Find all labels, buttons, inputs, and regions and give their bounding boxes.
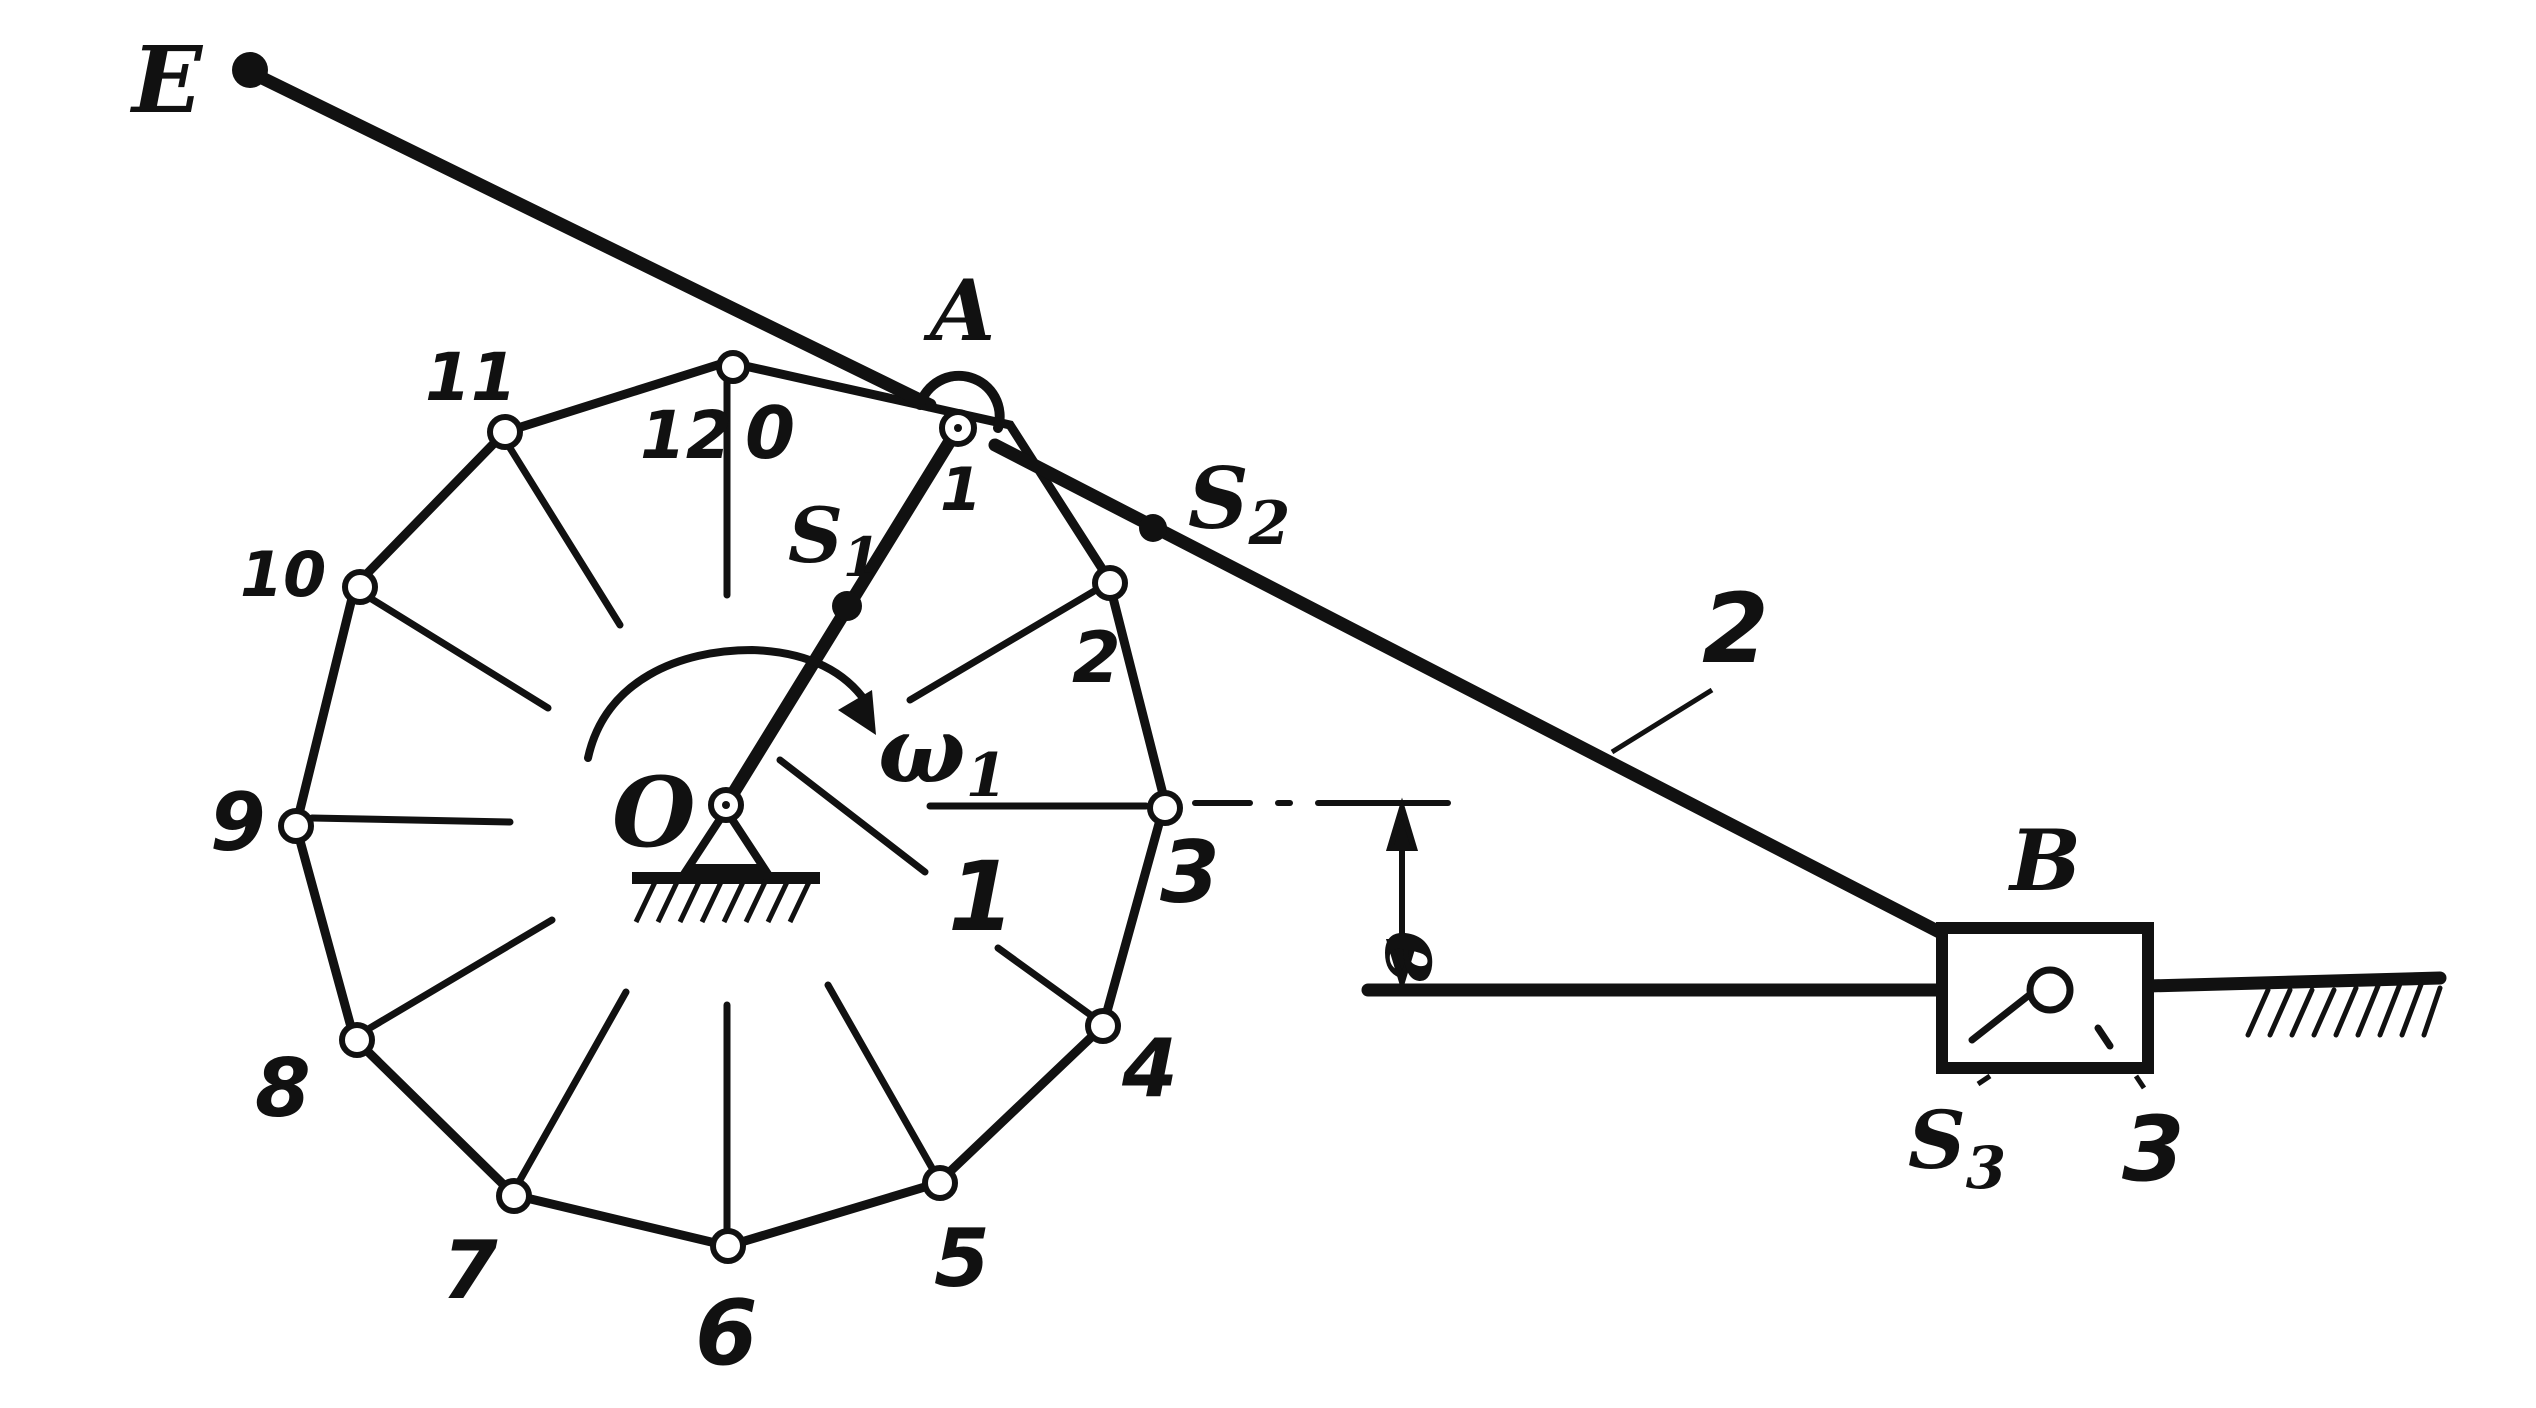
rod-segment-EA [243,65,937,412]
ray-4 [994,944,1096,1020]
ray-10 [366,594,552,712]
division-rays [308,374,1150,1234]
link1-dash [776,756,929,876]
label-omega: ω1 [878,696,1007,811]
ray-8 [366,916,556,1032]
division-point-3 [1147,790,1183,826]
pin-center [954,424,962,432]
label-E: E [129,26,204,134]
division-point-5 [922,1165,958,1201]
pin-center [722,801,730,809]
ground-hatch-icon [2245,979,2443,1038]
connecting-rod-2 [243,65,2049,992]
leader-link-2 [1610,687,1714,755]
division-point-7 [496,1178,532,1214]
label-link-2: 2 [1702,573,1769,685]
rotation-arrow [584,645,876,762]
mass-center-S2 [1139,514,1167,542]
arrow-up-icon [1385,797,1419,851]
division-point-0 [716,350,750,384]
labels: E A 1 B O S1 S2 S3 ω1 e 1 2 3 12 0 11 10… [129,26,2185,1386]
curved-arrow-icon [584,645,870,762]
slider-tick-left [1976,1073,1992,1087]
label-position-3: 3 [1160,823,1220,923]
joint-A-boss [915,370,1005,433]
label-B: B [2008,811,2081,910]
label-position-6: 6 [695,1281,758,1386]
ray-7 [516,988,630,1184]
division-point-8 [339,1022,375,1058]
label-link-1: 1 [948,841,1015,953]
slider-tick-right [2133,1074,2147,1090]
label-position-7: 7 [442,1224,498,1317]
offset-dimension [1385,797,1419,993]
ray-9 [308,814,514,826]
ray-5 [824,981,936,1172]
label-position-5: 5 [934,1212,990,1305]
label-position-0: 0 [745,391,795,475]
division-point-2 [1092,565,1128,601]
arrow-head-icon [838,690,876,735]
label-A: A [923,261,995,360]
label-S3: S3 [1908,1093,2006,1202]
ray-11 [506,444,624,629]
point-E [232,52,268,88]
label-O: O [612,756,696,869]
division-point-4 [1085,1008,1121,1044]
label-position-11: 11 [425,339,517,416]
fixed-pivot-O [632,787,820,924]
label-position-9: 9 [210,776,266,869]
pivot-triangle [680,802,772,872]
slider-guide [1361,971,2447,1038]
label-e: e [1365,930,1466,985]
guide-right [2141,971,2447,993]
pin-joint-icon [2026,966,2074,1014]
arrow-down-icon [1385,939,1419,993]
slider-block-3 [1936,922,2154,1090]
ground-hatch-icon [633,878,813,924]
division-point-9 [278,808,314,844]
label-position-2: 2 [1072,617,1121,699]
label-link-3: 3 [2122,1097,2185,1202]
label-S2: S2 [1188,449,1290,559]
label-position-12: 12 [640,397,732,474]
label-A-index: 1 [940,455,982,525]
mass-center-S1 [832,591,862,621]
label-position-10: 10 [240,538,326,611]
ray-2 [906,586,1100,704]
division-points [278,350,1183,1264]
rod-segment-AB [988,438,2049,992]
label-position-4: 4 [1121,1022,1178,1115]
division-point-10 [342,569,378,605]
division-point-6 [710,1228,746,1264]
division-point-11 [487,414,523,450]
label-position-8: 8 [255,1042,311,1135]
label-S1: S1 [788,491,880,589]
